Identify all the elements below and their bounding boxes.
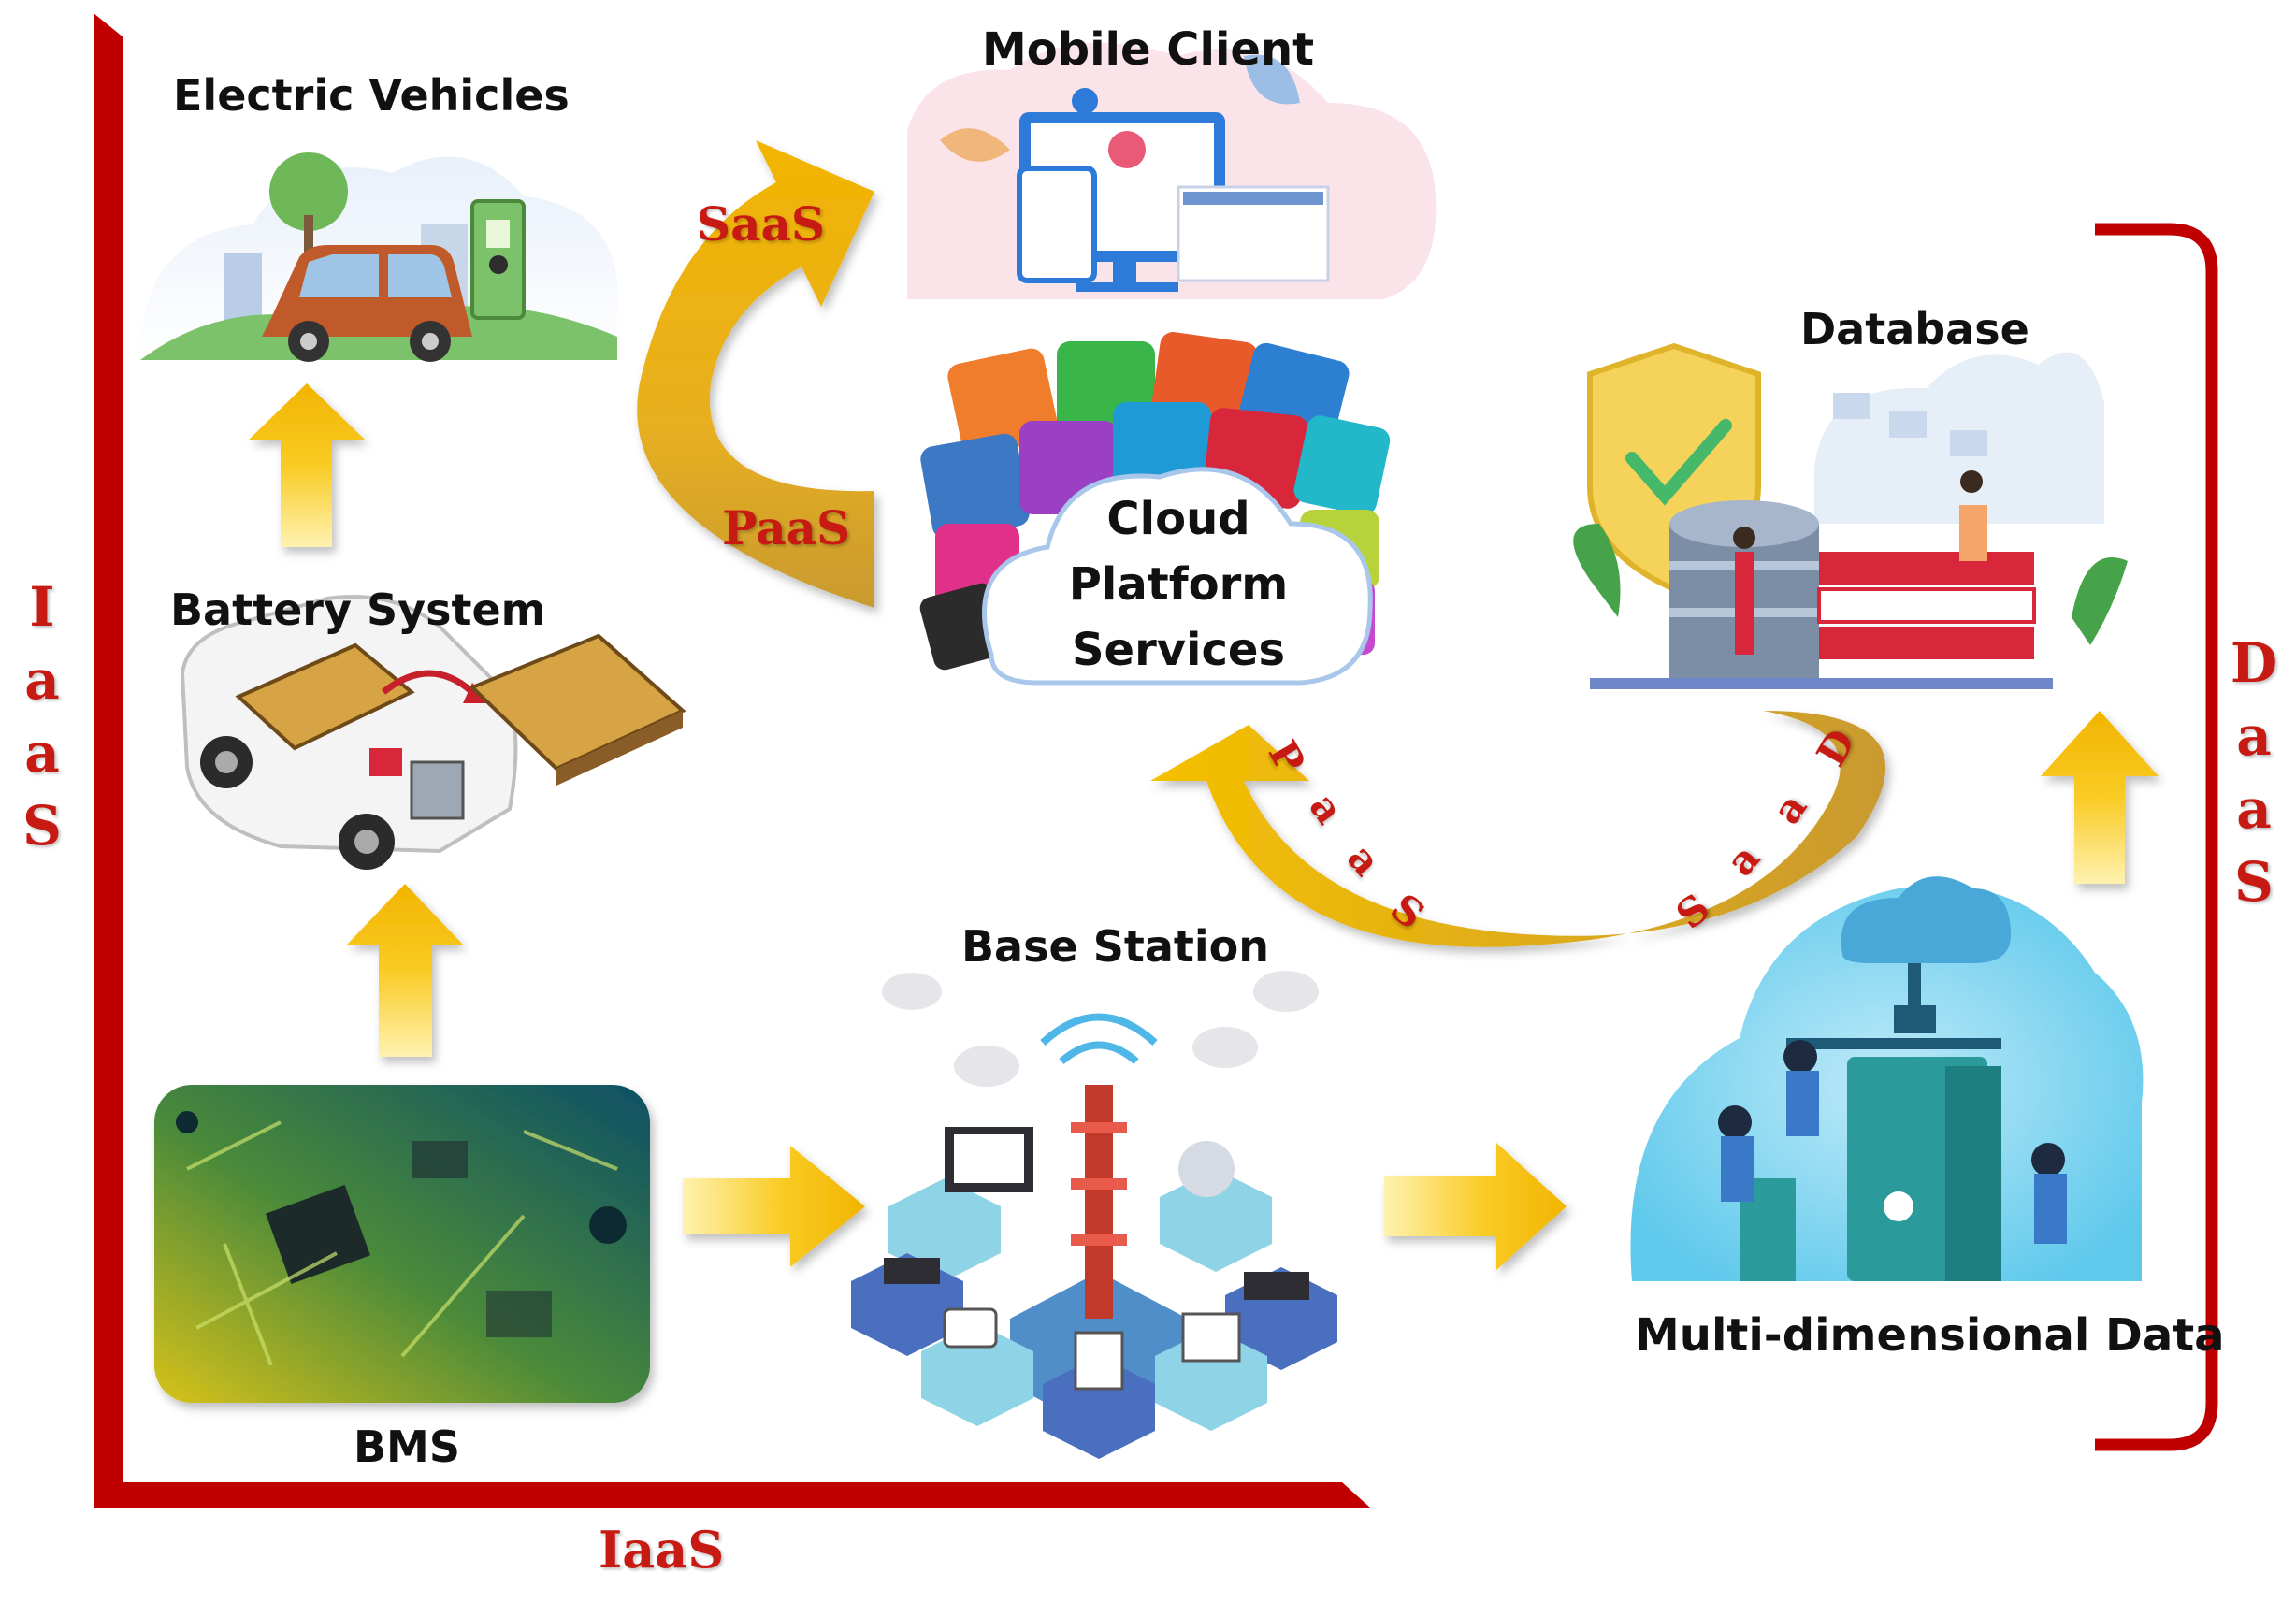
paas-label: PaaS xyxy=(722,500,851,556)
arrow-cloud-to-mobile-curve xyxy=(637,140,874,608)
cloud-platform-services-label: Cloud Platform Services xyxy=(1010,486,1347,683)
iaas-letter-2: a xyxy=(24,648,60,712)
cloud-label-line-1: Cloud xyxy=(1106,493,1250,545)
battery-system-label: Battery System xyxy=(170,585,546,635)
saas-label: SaaS xyxy=(697,196,826,252)
bms-circuit-board-image xyxy=(154,1085,650,1403)
arrow-data-to-database xyxy=(2041,711,2159,884)
arrow-bms-to-base-station xyxy=(683,1146,865,1267)
multi-dimensional-data-label: Multi-dimensional Data xyxy=(1635,1309,2225,1362)
multi-dimensional-data-illustration xyxy=(1630,876,2144,1281)
arrow-bms-to-battery xyxy=(347,884,463,1057)
database-label: Database xyxy=(1800,304,2029,354)
iaas-letter-3: a xyxy=(24,721,60,785)
arrow-database-to-cloud-curve xyxy=(1150,711,1886,947)
base-station-illustration xyxy=(851,971,1337,1459)
iaas-vertical-label: I a a S xyxy=(9,570,75,862)
battery-system-illustration xyxy=(180,595,686,870)
daas-letter-1: D xyxy=(2230,631,2278,695)
bms-label: BMS xyxy=(354,1422,460,1472)
database-illustration xyxy=(1573,342,2128,689)
cloud-label-line-3: Services xyxy=(1071,624,1286,676)
daas-letter-3: a xyxy=(2236,777,2272,841)
electric-vehicle-illustration xyxy=(140,152,617,362)
electric-vehicles-label: Electric Vehicles xyxy=(173,70,570,121)
daas-vertical-label: D a a S xyxy=(2221,627,2287,918)
base-station-label: Base Station xyxy=(961,921,1269,972)
iaas-letter-4: S xyxy=(22,794,62,858)
arrow-battery-to-ev xyxy=(249,383,365,547)
mobile-client-label: Mobile Client xyxy=(982,23,1315,76)
daas-letter-4: S xyxy=(2234,850,2274,914)
daas-bracket xyxy=(2095,223,2218,1451)
cloud-platform-illustration xyxy=(919,332,1391,686)
iaas-letter-1: I xyxy=(29,575,55,639)
arrow-base-station-to-data xyxy=(1384,1143,1567,1270)
daas-letter-2: a xyxy=(2236,704,2272,768)
cloud-label-line-2: Platform xyxy=(1068,558,1289,611)
iaas-bottom-label: IaaS xyxy=(599,1520,725,1580)
mobile-client-illustration xyxy=(907,42,1437,300)
